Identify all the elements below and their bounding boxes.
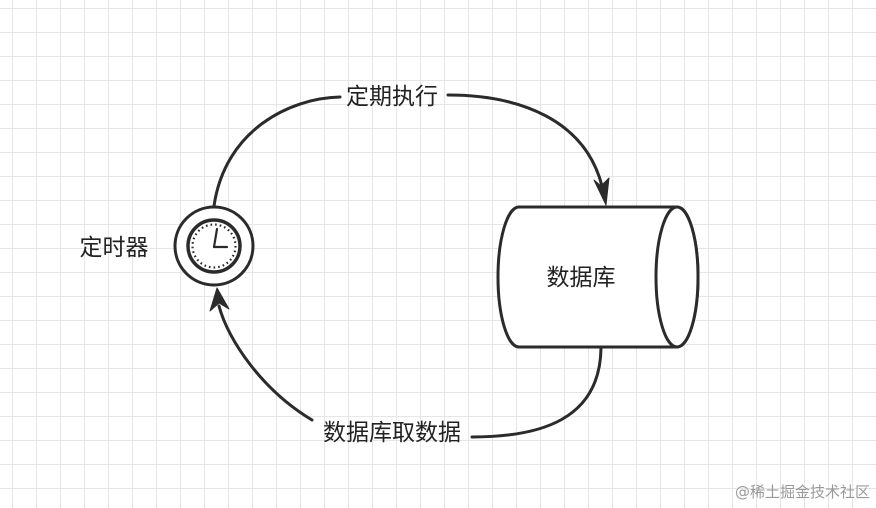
node-database: 数据库	[496, 205, 700, 349]
node-timer: 定时器	[80, 205, 255, 287]
edge-fetch-data: 数据库取数据	[209, 287, 603, 446]
watermark-text: @稀土掘金技术社区	[735, 483, 870, 501]
edge-label-scheduled-execution: 定期执行	[346, 84, 438, 110]
database-cylinder	[496, 205, 700, 349]
edge-label-fetch-data: 数据库取数据	[323, 420, 461, 446]
edge-line-top	[212, 93, 604, 208]
edge-line-bottom	[217, 304, 603, 439]
arrow-head-timer	[209, 287, 230, 312]
node-label-timer: 定时器	[80, 235, 149, 261]
edge-scheduled-execution: 定期执行	[212, 84, 610, 208]
clock-icon	[173, 205, 255, 287]
arrow-head-database	[593, 177, 610, 206]
node-label-database: 数据库	[547, 265, 616, 291]
